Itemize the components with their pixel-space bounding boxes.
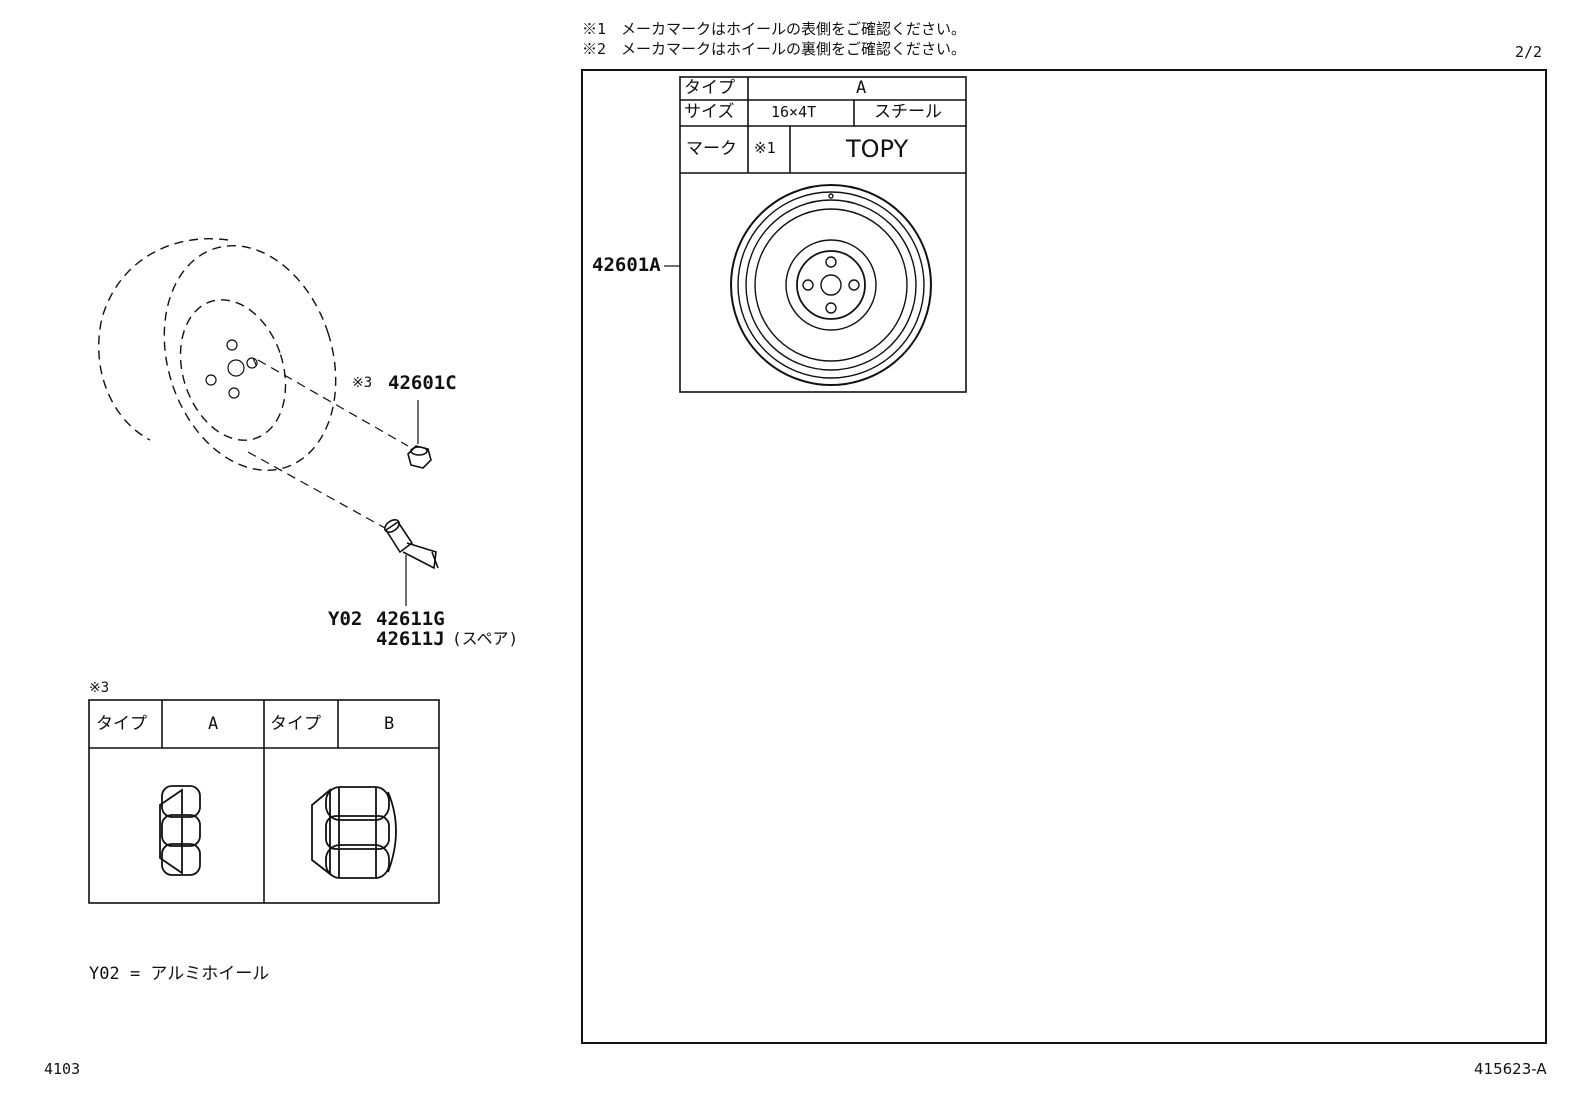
footer-right-code: 415623-A: [1474, 1060, 1547, 1078]
valve-stem-drawing: [384, 519, 439, 570]
alloy-wheel-drawing: [98, 238, 337, 471]
callout-y02: Y02: [328, 608, 363, 630]
wheel-material-value: スチール: [874, 102, 942, 122]
nut-type-value-a: A: [208, 714, 219, 734]
callout-42611g: 42611G: [376, 608, 445, 630]
wheel-mark-value: TOPY: [846, 135, 909, 163]
wheel-mark-ref: ※1: [754, 139, 776, 157]
lug-nut-drawing: [407, 445, 432, 469]
nut-type-label-b: タイプ: [270, 714, 321, 734]
callout-spare-note: (スペア): [452, 629, 519, 648]
nut-table-ref: ※3: [89, 680, 110, 696]
callout-42601a: 42601A: [592, 254, 661, 276]
wheel-size-label: サイズ: [684, 102, 735, 122]
main-frame: [581, 69, 1547, 1044]
nut-type-label-a: タイプ: [96, 714, 147, 734]
wheel-type-value: A: [856, 78, 867, 98]
nut-type-value-b: B: [384, 714, 395, 734]
note-back-mark: ※2 メーカマークはホイールの裏側をご確認ください。: [582, 40, 967, 58]
footer-left-code: 4103: [44, 1060, 81, 1078]
legend-y02: Y02 = アルミホイール: [89, 964, 270, 984]
note-front-mark: ※1 メーカマークはホイールの表側をご確認ください。: [582, 20, 967, 38]
nut-type-a-drawing: [159, 785, 201, 876]
wheel-size-value: 16×4T: [771, 103, 817, 121]
nut-type-b-drawing: [311, 786, 397, 879]
nut-type-table: [88, 699, 440, 904]
wheel-type-label: タイプ: [684, 78, 735, 98]
page-number: 2/2: [1515, 43, 1543, 61]
callout-nut-ref: ※3: [352, 375, 373, 391]
callout-42601c: 42601C: [388, 372, 457, 394]
spare-wheel-drawing: [730, 184, 932, 386]
wheel-mark-label: マーク: [686, 139, 737, 159]
wheel-hub-holes: [205, 339, 258, 399]
callout-42611j: 42611J: [376, 628, 445, 650]
wheel-spec-table: [679, 76, 967, 393]
